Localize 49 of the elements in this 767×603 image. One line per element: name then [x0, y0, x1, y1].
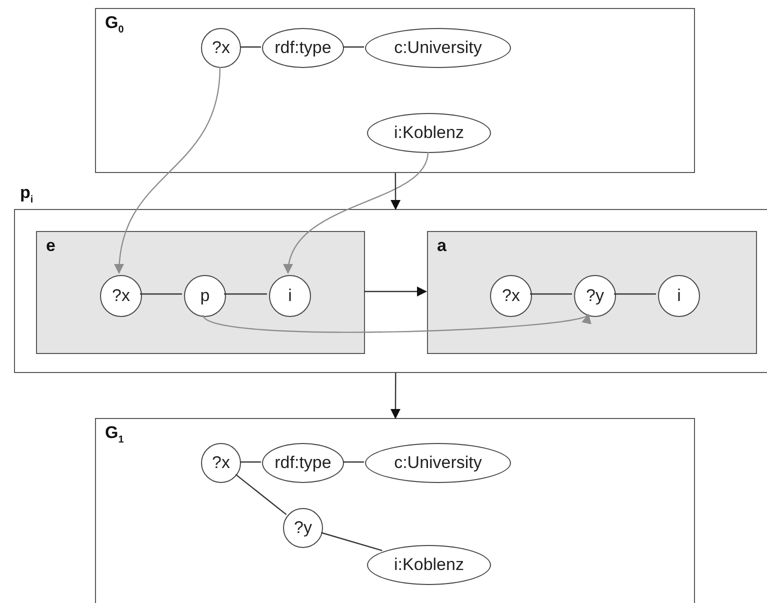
- connector-line: [343, 461, 364, 463]
- node-label: rdf:type: [274, 38, 332, 58]
- arrow: [114, 66, 221, 274]
- variable-circle: [184, 275, 226, 317]
- arrow: [390, 373, 400, 419]
- frame-heading: G$_{1}$: [105, 424, 124, 446]
- node-label: ?x: [502, 286, 520, 306]
- variable-circle: [490, 275, 532, 317]
- arrow: [364, 286, 427, 296]
- node-label: i: [677, 286, 681, 306]
- arrow: [202, 314, 590, 333]
- connector-line: [530, 293, 572, 295]
- connector-line: [240, 461, 261, 463]
- node-label: p: [200, 286, 210, 306]
- node-label: c:University: [394, 38, 482, 58]
- variable-circle: [658, 275, 700, 317]
- frame-heading: a: [437, 237, 446, 254]
- graph-frame: [36, 231, 365, 354]
- node-label: i:Koblenz: [394, 555, 464, 575]
- connector-line: [140, 293, 182, 295]
- connector-line: [343, 46, 364, 48]
- node-label: rdf:type: [274, 453, 332, 473]
- frame-heading: p$_{i}$: [20, 184, 34, 206]
- variable-circle: [283, 508, 323, 548]
- connector-line: [235, 474, 287, 516]
- connector-line: [240, 46, 261, 48]
- frame-heading: e: [46, 237, 56, 254]
- graph-frame: [95, 8, 695, 173]
- connector-line: [224, 293, 267, 295]
- variable-circle: [201, 28, 241, 68]
- frame-heading: G$_{0}$: [105, 14, 124, 36]
- connector-line: [614, 293, 656, 295]
- node-label: ?x: [212, 453, 230, 473]
- node-label: i:Koblenz: [394, 123, 464, 143]
- variable-circle: [269, 275, 311, 317]
- graph-frame: [95, 418, 695, 603]
- graph-frame: [427, 231, 757, 354]
- variable-circle: [574, 275, 616, 317]
- node-label: ?x: [212, 38, 230, 58]
- arrow: [390, 173, 401, 210]
- variable-circle: [100, 275, 142, 317]
- node-label: ?x: [112, 286, 130, 306]
- node-label: i: [288, 286, 292, 306]
- connector-line: [321, 532, 382, 552]
- variable-circle: [201, 443, 241, 483]
- node-label: c:University: [394, 453, 482, 473]
- arrow: [284, 152, 429, 274]
- node-label: ?y: [586, 286, 604, 306]
- node-label: ?y: [294, 518, 312, 538]
